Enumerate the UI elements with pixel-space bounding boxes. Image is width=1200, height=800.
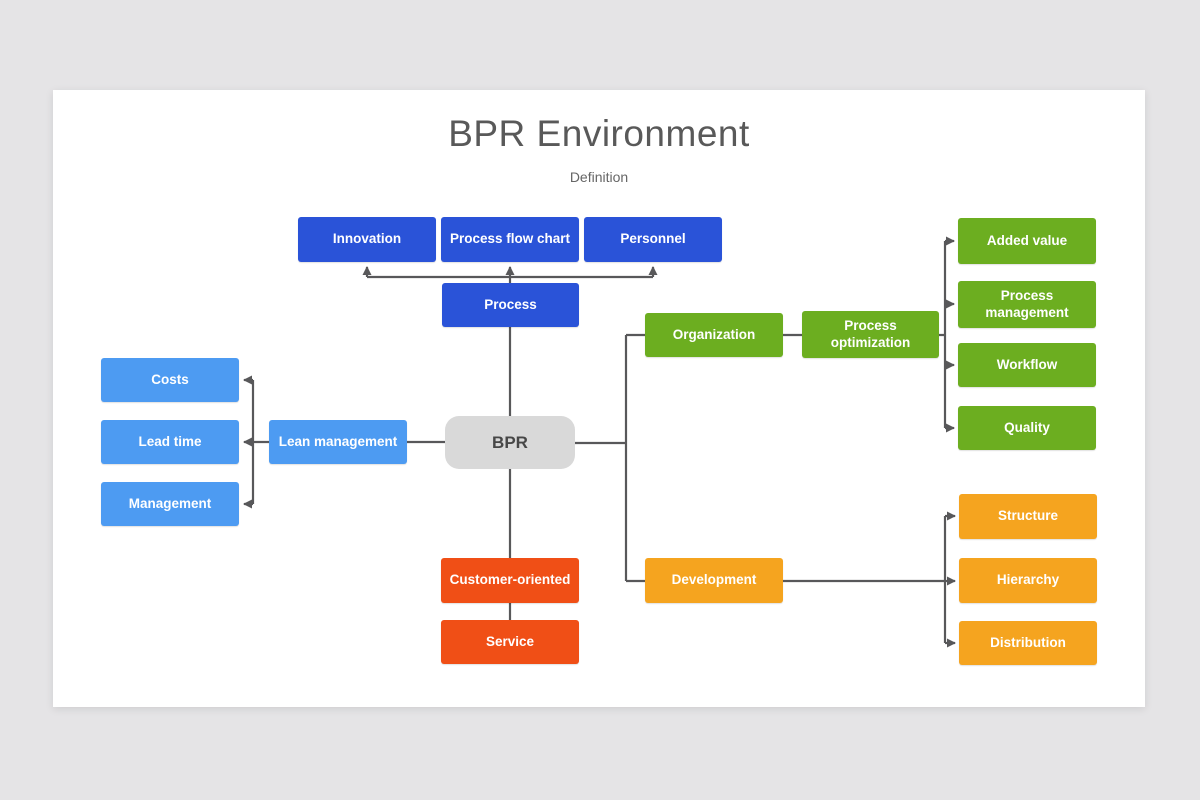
node-label: Process flow chart [449,231,571,247]
node-process[interactable]: Process [442,283,579,327]
node-label: Innovation [332,231,402,247]
page-subtitle: Definition [569,169,629,185]
node-development[interactable]: Development [645,558,783,603]
node-label: Added value [986,232,1068,248]
node-label: Management [128,495,212,511]
node-label: Workflow [996,356,1058,372]
page-title: BPR Environment [448,113,750,154]
node-label: Process management [985,287,1069,320]
node-lead-time[interactable]: Lead time [101,420,239,464]
node-quality[interactable]: Quality [958,406,1096,450]
node-label: Lead time [138,433,202,449]
node-label: Development [671,572,757,588]
node-label: Hierarchy [996,572,1060,588]
node-organization[interactable]: Organization [645,313,783,357]
node-workflow[interactable]: Workflow [958,343,1096,387]
node-lean-management[interactable]: Lean management [269,420,407,464]
slide-header: BPR Environment Definition [53,113,1145,185]
node-customer-oriented[interactable]: Customer-oriented [441,558,579,603]
node-added-value[interactable]: Added value [958,218,1096,264]
node-label: Service [485,633,535,649]
node-hierarchy[interactable]: Hierarchy [959,558,1097,603]
node-label: Organization [672,326,756,342]
node-management[interactable]: Management [101,482,239,526]
node-process-optimization[interactable]: Process optimization [802,311,939,358]
node-label: Process [484,296,537,312]
node-label: Quality [1004,419,1050,435]
node-process-flow-chart[interactable]: Process flow chart [441,217,579,262]
node-structure[interactable]: Structure [959,494,1097,539]
node-distribution[interactable]: Distribution [959,621,1097,665]
node-label: Lean management [278,433,398,449]
node-costs[interactable]: Costs [101,358,239,402]
node-label: Structure [997,508,1058,524]
node-label: Distribution [990,634,1066,650]
node-service[interactable]: Service [441,620,579,664]
node-innovation[interactable]: Innovation [298,217,436,262]
node-bpr[interactable]: BPR [445,416,575,469]
node-personnel[interactable]: Personnel [584,217,722,262]
node-label: Costs [151,371,189,387]
node-process-management[interactable]: Process management [958,281,1096,328]
node-label: BPR [492,432,528,452]
node-label: Process optimization [830,317,911,350]
node-label: Customer-oriented [449,572,571,588]
node-label: Personnel [620,231,686,247]
